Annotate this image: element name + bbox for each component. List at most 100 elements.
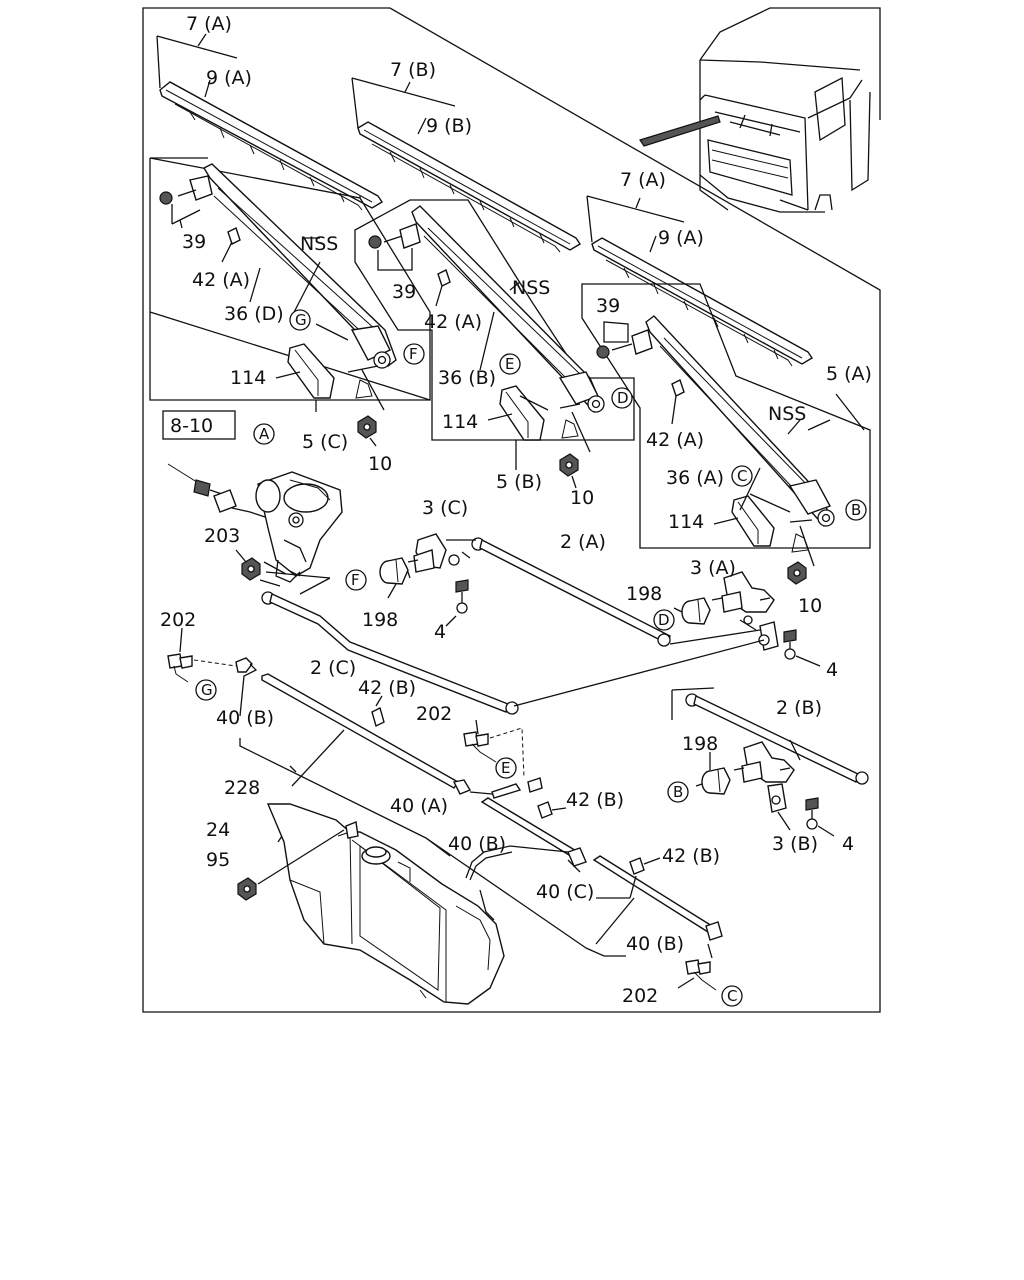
- nozzle-202-right: [685, 959, 717, 991]
- label-202-middle: 202: [416, 703, 452, 725]
- label-39-middle: 39: [392, 281, 416, 303]
- label-39-left: 39: [182, 231, 206, 253]
- wiper-blade-9b: [357, 121, 581, 253]
- label-2a: 2 (A): [560, 531, 606, 553]
- label-36b: 36 (B): [438, 367, 496, 389]
- grommet-198-right: [701, 767, 731, 795]
- label-2c: 2 (C): [310, 657, 356, 679]
- label-40b-middle: 40 (B): [448, 833, 506, 855]
- label-5b: 5 (B): [496, 471, 542, 493]
- label-40c: 40 (C): [536, 881, 594, 903]
- wiper-blade-9a-right: [591, 237, 813, 367]
- label-7a-left: 7 (A): [186, 13, 232, 35]
- callout-g-top: G: [289, 309, 311, 331]
- label-202-right: 202: [622, 985, 658, 1007]
- svg-text:G: G: [201, 681, 213, 699]
- label-95: 95: [206, 849, 230, 871]
- callout-f-top: F: [403, 343, 425, 365]
- cover-114-right: [731, 495, 775, 547]
- svg-text:B: B: [851, 501, 861, 519]
- label-3c: 3 (C): [422, 497, 468, 519]
- callout-a: A: [253, 423, 275, 445]
- label-114-right: 114: [668, 511, 704, 533]
- label-36a: 36 (A): [666, 467, 724, 489]
- label-9b: 9 (B): [426, 115, 472, 137]
- label-198-left: 198: [362, 609, 398, 631]
- label-198-right: 198: [682, 733, 718, 755]
- label-3b: 3 (B): [772, 833, 818, 855]
- wiper-motor: [255, 471, 343, 583]
- pivot-3a: [711, 571, 775, 625]
- label-nss-left: NSS: [300, 233, 338, 255]
- grommet-198-middle: [681, 597, 711, 625]
- label-40b-bottom: 40 (B): [626, 933, 684, 955]
- label-42b-lower-right: 42 (B): [662, 845, 720, 867]
- washer-tank-24: [266, 803, 505, 1005]
- label-9a-right: 9 (A): [658, 227, 704, 249]
- wiper-blade-9a-left: [159, 81, 383, 211]
- pivot-3c: [405, 533, 471, 579]
- label-36d: 36 (D): [224, 303, 284, 325]
- label-7b: 7 (B): [390, 59, 436, 81]
- label-24: 24: [206, 819, 230, 841]
- label-39-right: 39: [596, 295, 620, 317]
- label-4-right-upper: 4: [826, 659, 838, 681]
- label-5a: 5 (A): [826, 363, 872, 385]
- callout-d-bottom: D: [653, 609, 675, 631]
- diagram-frame: [142, 7, 881, 1013]
- label-42a-right: 42 (A): [646, 429, 704, 451]
- link-rod-2b: [685, 693, 869, 785]
- wiper-arm-36a: [645, 315, 835, 527]
- label-114-left: 114: [230, 367, 266, 389]
- cover-114-middle: [499, 385, 545, 441]
- label-42a-middle: 42 (A): [424, 311, 482, 333]
- nozzle-202-left: [167, 653, 193, 683]
- callout-e-bottom: E: [495, 757, 517, 779]
- callout-b-bottom: B: [667, 781, 689, 803]
- bolt-39-right: [596, 329, 653, 359]
- svg-text:D: D: [617, 389, 629, 407]
- washer-tube-40b-bottom: [592, 855, 713, 933]
- nut-10-left: [357, 415, 377, 439]
- bolt-4-middle: [455, 579, 469, 614]
- callout-f-bottom: F: [345, 569, 367, 591]
- label-228: 228: [224, 777, 260, 799]
- label-40b-left: 40 (B): [216, 707, 274, 729]
- svg-text:F: F: [409, 345, 418, 363]
- svg-text:C: C: [737, 467, 747, 485]
- label-42b-middle: 42 (B): [358, 677, 416, 699]
- cover-114-left: [287, 343, 335, 399]
- group-box-5c: [149, 157, 431, 401]
- callout-d-top: D: [611, 387, 633, 409]
- pivot-3b: [733, 741, 795, 813]
- label-10-left: 10: [368, 453, 392, 475]
- svg-text:F: F: [351, 571, 360, 589]
- label-4-middle: 4: [434, 621, 446, 643]
- group-box-5b: [354, 199, 635, 441]
- svg-text:D: D: [658, 611, 670, 629]
- grommet-198-left: [379, 557, 409, 585]
- label-10-right: 10: [798, 595, 822, 617]
- callout-b-top: B: [845, 499, 867, 521]
- reference-box: [162, 410, 236, 440]
- svg-text:C: C: [727, 987, 737, 1005]
- label-5c: 5 (C): [302, 431, 348, 453]
- callout-c-bottom: C: [721, 985, 743, 1007]
- label-42a-left: 42 (A): [192, 269, 250, 291]
- label-198-middle: 198: [626, 583, 662, 605]
- link-rod-2c: [261, 591, 519, 715]
- label-4-right-lower: 4: [842, 833, 854, 855]
- nut-95: [237, 877, 257, 901]
- svg-text:E: E: [501, 759, 510, 777]
- bolt-4-right-upper: [783, 629, 797, 660]
- label-202-left: 202: [160, 609, 196, 631]
- nut-203: [241, 557, 261, 581]
- label-7a-right: 7 (A): [620, 169, 666, 191]
- label-10-middle: 10: [570, 487, 594, 509]
- bolt-39-middle: [368, 223, 421, 249]
- nut-10-right: [787, 561, 807, 585]
- label-42b-upper-right: 42 (B): [566, 789, 624, 811]
- bolt-39-left: [159, 175, 213, 205]
- label-40a: 40 (A): [390, 795, 448, 817]
